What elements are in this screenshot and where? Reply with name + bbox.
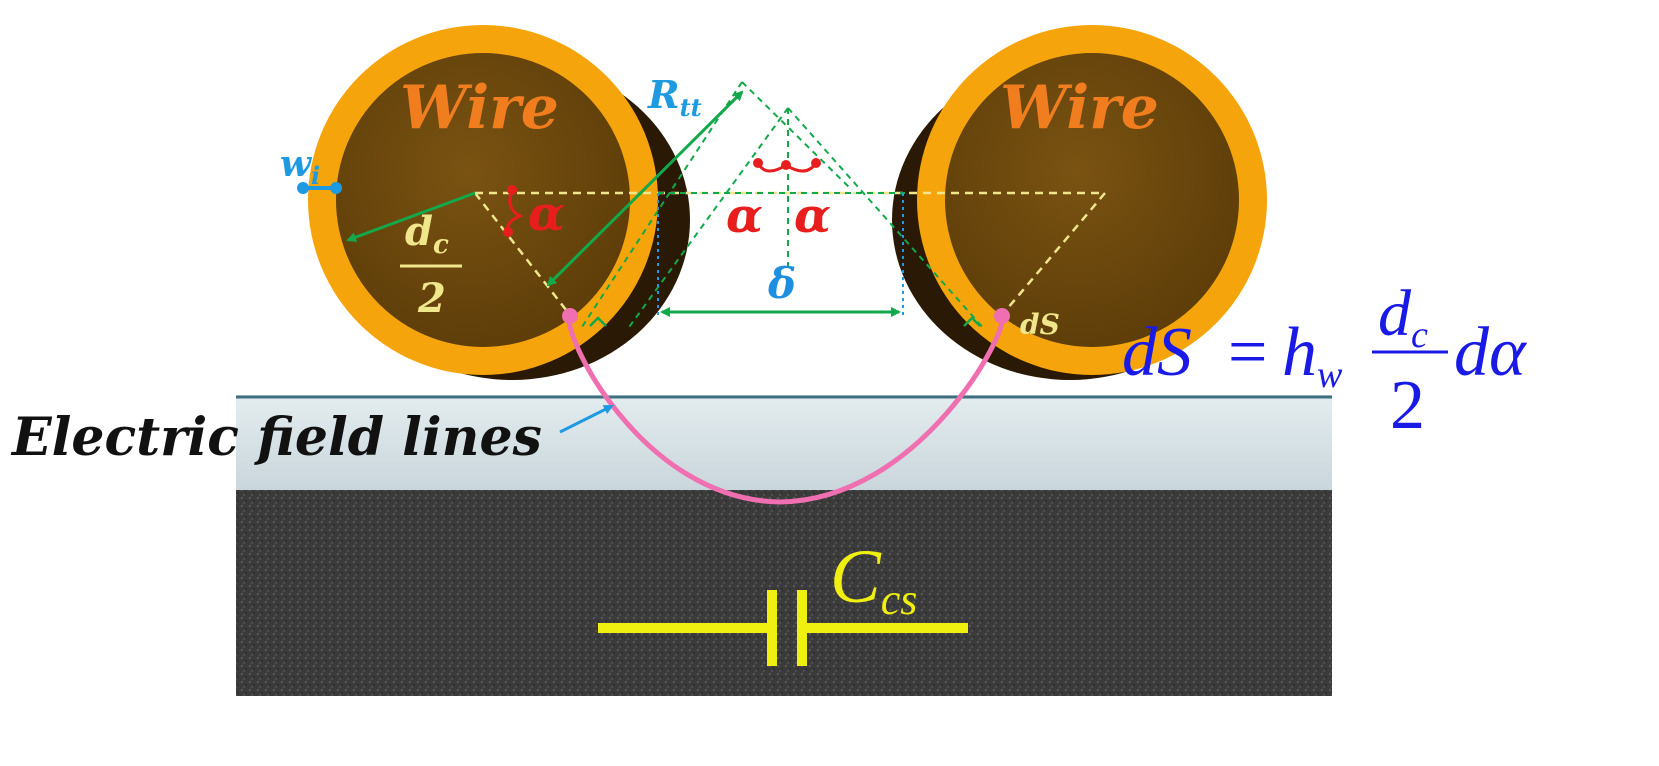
left-wire-label: Wire <box>400 73 559 143</box>
mid-angle-marker <box>753 158 821 173</box>
insulation-thickness-label: wi <box>280 143 320 190</box>
mid-left-angle-label: α <box>726 188 763 244</box>
electric-field-line <box>566 314 1005 505</box>
right-right-angle-marker <box>963 316 981 327</box>
field-lines-pointer <box>559 404 614 434</box>
right-wire-core <box>945 53 1239 347</box>
formula-tail: dα <box>1454 314 1527 391</box>
gap-label: δ <box>767 259 796 308</box>
formula-h: hw <box>1282 314 1343 396</box>
right-wire <box>892 25 1267 380</box>
insulation-thickness-marker <box>297 182 342 194</box>
half-diameter-numerator: dc <box>405 208 449 260</box>
surface-element-formula: dS = hw dc 2 dα <box>1122 277 1527 444</box>
turn-distance-label: Rtt <box>647 72 702 122</box>
right-wire-label: Wire <box>1000 73 1159 143</box>
formula-lhs: dS <box>1122 314 1192 391</box>
left-angle-marker <box>503 185 524 237</box>
right-ds-point <box>994 308 1010 324</box>
left-ds-point <box>562 308 578 324</box>
formula-fraction-numerator: dc <box>1378 277 1428 356</box>
left-radius-dashed <box>474 192 571 316</box>
insulating-layer <box>236 395 1332 490</box>
left-angle-label: α <box>528 186 565 242</box>
formula-fraction-denominator: 2 <box>1390 367 1425 444</box>
green-dashed-construction <box>579 81 986 331</box>
formula-equals: = <box>1228 314 1267 391</box>
mid-right-angle-label: α <box>794 188 831 244</box>
substrate <box>236 490 1332 696</box>
half-diameter-denominator: 2 <box>417 275 446 322</box>
half-diameter-arrow <box>346 191 476 242</box>
capacitance-label: Ccs <box>830 535 917 624</box>
turn-distance-arrow <box>546 90 744 287</box>
right-radius-dashed <box>1001 192 1106 316</box>
field-lines-label: Electric field lines <box>10 407 542 468</box>
left-right-angle-marker <box>589 316 607 327</box>
capacitor-symbol <box>598 590 968 666</box>
ds-label: dS <box>1020 308 1060 341</box>
